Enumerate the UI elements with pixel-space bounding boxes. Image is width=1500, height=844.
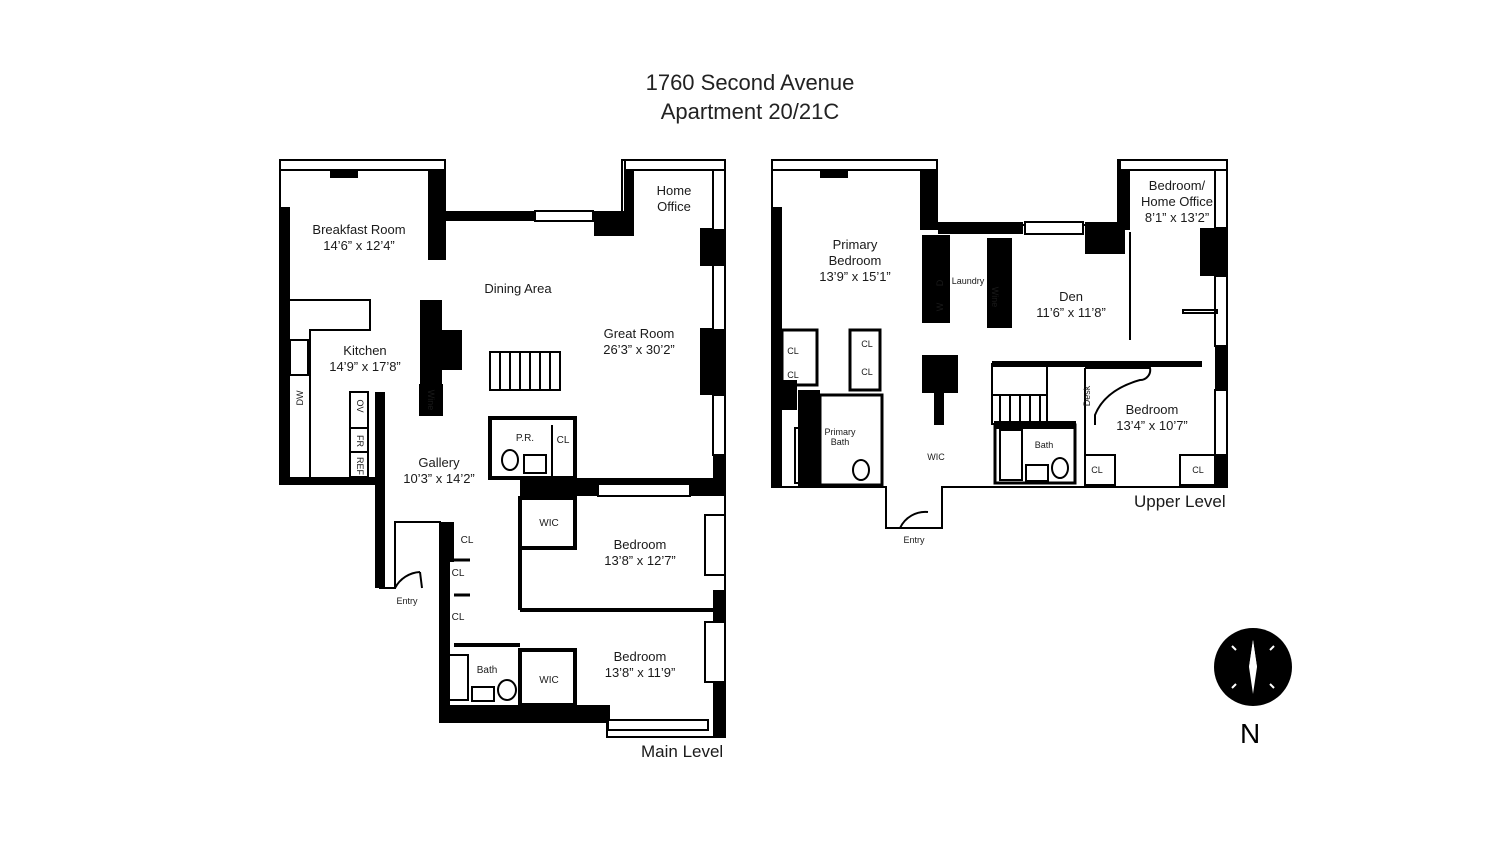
plan-address: 1760 Second Avenue (645, 70, 855, 95)
closet-label: CL (787, 346, 799, 356)
laundry-label: Laundry (951, 276, 985, 286)
wic-label: WIC (539, 518, 559, 529)
gallery-label: Gallery 10’3” x 14’2” (403, 455, 475, 486)
kitchen-label: Kitchen 14’9” x 17’8” (329, 343, 401, 374)
north-label: N (1240, 718, 1261, 749)
bath-label: Bath (476, 665, 498, 676)
bedroom-1-label: Bedroom 13’8” x 12’7” (604, 537, 676, 568)
great-room-label: Great Room 26’3” x 30’2” (603, 326, 675, 357)
bedroom-home-office-label: Bedroom/ Home Office 8’1” x 13’2” (1140, 178, 1214, 225)
upper-level-plan (771, 159, 1228, 529)
primary-bedroom-label: Primary Bedroom 13’9” x 15’1” (819, 237, 891, 284)
closet-label: CL (1192, 465, 1204, 475)
closet-label: CL (861, 339, 873, 349)
bedroom-2-label: Bedroom 13’8” x 11’9” (604, 649, 676, 680)
dining-area-label: Dining Area (484, 281, 552, 296)
breakfast-room-label: Breakfast Room 14’6” x 12’4” (312, 222, 406, 253)
dishwasher-label: DW (295, 390, 305, 406)
entry-label: Entry (903, 535, 925, 545)
main-level-label: Main Level (641, 742, 724, 761)
closet-label: CL (451, 612, 465, 623)
compass-icon (1214, 628, 1292, 706)
powder-room-label: P.R. (515, 433, 535, 444)
entry-label: Entry (396, 596, 418, 606)
closet-label: CL (787, 370, 799, 380)
closet-label: CL (861, 367, 873, 377)
closet-label: CL (451, 568, 465, 579)
closet-label: CL (460, 535, 474, 546)
wine-label: Wine (426, 389, 436, 411)
home-office-label: Home Office (656, 183, 692, 214)
upper-level-label: Upper Level (1134, 492, 1226, 511)
wic-label: WIC (927, 452, 945, 462)
refrigerator-label: REF (355, 457, 365, 475)
upper-bedroom-label: Bedroom 13’4” x 10’7” (1116, 402, 1188, 433)
wine-label: Wine (990, 286, 1000, 308)
washer-label: W (935, 302, 945, 312)
plan-unit: Apartment 20/21C (660, 99, 840, 124)
wic-label: WIC (539, 675, 559, 686)
closet-label: CL (556, 435, 570, 446)
bath-label: Bath (1034, 440, 1054, 450)
closet-label: CL (1091, 465, 1103, 475)
den-label: Den 11’6” x 11’8” (1036, 289, 1106, 320)
freezer-label: FR (355, 435, 365, 447)
main-level-plan (279, 159, 726, 738)
dryer-label: D (935, 279, 945, 287)
primary-bath-label: Primary Bath (824, 427, 856, 447)
desk-label: Desk (1082, 385, 1092, 407)
oven-label: OV (355, 399, 365, 413)
